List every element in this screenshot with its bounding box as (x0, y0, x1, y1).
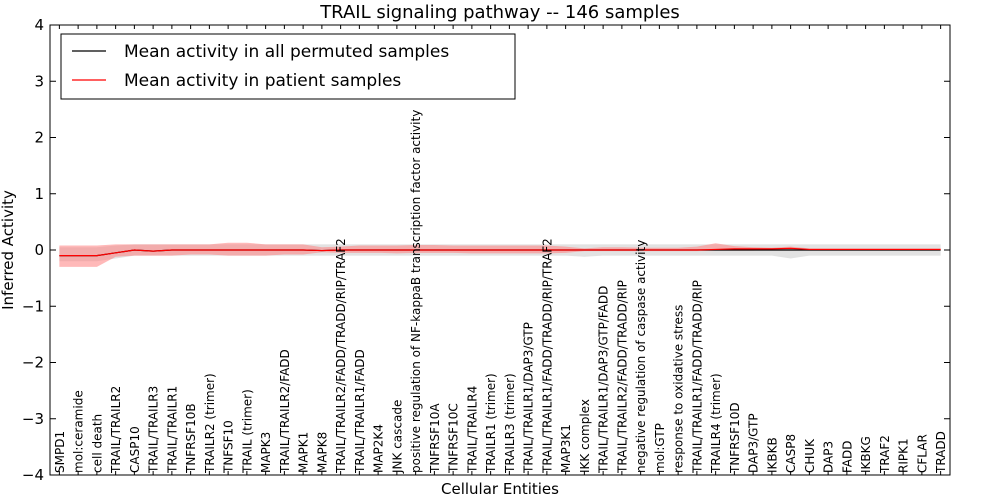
x-tick-label: mol:ceramide (72, 390, 86, 473)
x-tick-label: DAP3 (822, 441, 836, 473)
legend-label-patient: Mean activity in patient samples (124, 71, 401, 91)
x-tick-label: TRAILR2 (trimer) (203, 373, 217, 474)
x-tick-label: TRAIL/TRAILR2/FADD/TRADD/RIP (615, 280, 629, 474)
y-axis: −4 −3 −2 −1 0 1 2 3 4 (22, 16, 950, 484)
legend-box (60, 33, 516, 100)
x-tick-label: TNFRSF10A (428, 403, 442, 474)
x-tick-label: MAP2K4 (372, 424, 386, 473)
x-tick-label: TRAILR3 (trimer) (503, 373, 517, 474)
x-tick-label: FADD (840, 441, 854, 474)
x-tick-label: response to oxidative stress (672, 305, 686, 473)
x-tick-label: TRAIL/TRAILR1/DAP3/GTP (522, 322, 536, 474)
x-tick-label: TRAIL/TRAILR2/FADD/TRADD/RIP/TRAF2 (334, 238, 348, 474)
x-tick-label: TRAILR1 (trimer) (484, 373, 498, 474)
x-tick-label: TNFRSF10C (447, 403, 461, 474)
x-axis-label: Cellular Entities (441, 480, 559, 498)
x-tick-label: CFLAR (915, 434, 929, 473)
x-tick-label: TRAIL/TRAILR1/FADD (353, 349, 367, 474)
x-tick-label: CASP10 (128, 426, 142, 473)
x-tick-label: mol:GTP (653, 423, 667, 473)
y-tick-label: −1 (22, 297, 44, 315)
y-tick-label: 3 (34, 72, 44, 90)
x-axis: SMPD1 mol:ceramide cell death TRAIL/TRAILR2… (53, 25, 948, 475)
x-tick-label: TRAIL/TRAILR2 (109, 386, 123, 474)
x-tick-label: TRAILR4 (trimer) (709, 373, 723, 474)
x-tick-label: CHUK (803, 438, 817, 473)
x-tick-label: TRAIL/TRAILR3 (147, 386, 161, 474)
x-tick-label: SMPD1 (53, 431, 67, 473)
y-tick-label: 4 (34, 16, 44, 34)
x-tick-label: TNFRSF10B (184, 403, 198, 474)
x-tick-label: TRAIL (trimer) (240, 389, 254, 474)
x-tick-label: MAPK8 (315, 432, 329, 473)
x-tick-label: MAP3K1 (559, 424, 573, 473)
chart-title: TRAIL signaling pathway -- 146 samples (319, 2, 680, 23)
x-tick-label: MAPK3 (259, 432, 273, 473)
legend: Mean activity in all permuted samples Me… (60, 33, 516, 100)
x-tick-label: negative regulation of caspase activity (634, 240, 648, 473)
y-tick-label: 1 (34, 185, 44, 203)
y-tick-label: 2 (34, 129, 44, 147)
x-tick-label: IKK complex (578, 399, 592, 473)
x-tick-label: CASP8 (784, 434, 798, 473)
x-tick-label: MAPK1 (297, 432, 311, 473)
x-tick-label: TNFSF10 (222, 420, 236, 474)
x-tick-label: TRADD (934, 431, 948, 474)
y-tick-label: 0 (34, 241, 44, 259)
x-tick-label: TRAIL/TRAILR4 (465, 386, 479, 474)
x-tick-label: TRAIL/TRAILR1/FADD/TRADD/RIP (690, 280, 704, 474)
x-tick-label: TRAIL/TRAILR1/FADD/TRADD/RIP/TRAF2 (540, 238, 554, 474)
y-axis-label: Inferred Activity (0, 190, 17, 310)
y-tick-label: −3 (22, 410, 44, 428)
legend-label-permuted: Mean activity in all permuted samples (124, 42, 449, 62)
x-tick-label: TRAIL/TRAILR1/DAP3/GTP/FADD (597, 286, 611, 474)
x-tick-label: IKBKB (765, 437, 779, 473)
x-tick-label: TRAIL/TRAILR1 (165, 386, 179, 474)
x-tick-label: RIPK1 (897, 438, 911, 473)
series-line-1 (59, 247, 941, 257)
y-tick-label: −4 (22, 466, 44, 484)
series-lines (59, 247, 941, 257)
x-tick-label: TRAF2 (878, 435, 892, 474)
x-tick-label: JNK cascade (390, 400, 404, 474)
x-tick-label: TNFRSF10D (728, 402, 742, 474)
x-tick-label: IKBKG (859, 436, 873, 473)
y-tick-label: −2 (22, 354, 44, 372)
x-tick-label: TRAIL/TRAILR2/FADD (278, 349, 292, 474)
x-tick-label: positive regulation of NF-kappaB transcr… (409, 110, 423, 473)
x-tick-label: cell death (90, 414, 104, 473)
x-tick-label: DAP3/GTP (747, 413, 761, 473)
